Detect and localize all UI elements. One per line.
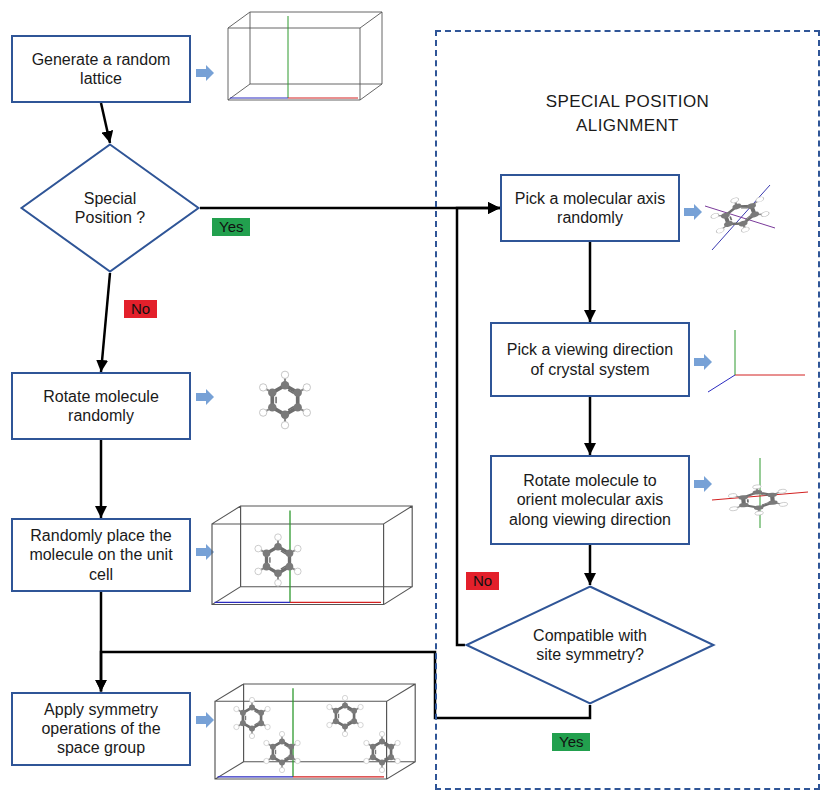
process-box: Apply symmetry operations of the space g… [11,692,191,766]
edge-label: Yes [552,733,590,751]
process-box: Pick a viewing direction of crystal syst… [490,322,690,397]
flow-connector [589,397,592,455]
edge-label: No [466,572,499,590]
flow-connector [589,545,592,585]
flow-connector [200,207,500,210]
crystal-axes-illustration [735,375,805,376]
diamond-outline [20,143,200,273]
molecule-axis-illustration [708,189,773,242]
dashed-region: SPECIAL POSITION ALIGNMENT Pick a molecul… [435,30,820,790]
node-label: Rotate molecule randomly [13,387,189,425]
decision-diamond: Compatible with site symmetry? [465,585,715,705]
region-heading: SPECIAL POSITION ALIGNMENT [523,90,733,138]
pointer-arrow [196,65,712,728]
symmetry-copies-illustration [264,731,300,772]
pointer-arrow [684,204,702,220]
aligned-molecule-illustration [712,458,808,528]
placed-molecule-illustration [212,506,412,605]
pointer-arrow [196,65,214,81]
node-label: Special Position ? [58,189,162,227]
process-box: Randomly place the molecule on the unit … [11,518,191,592]
aligned-molecule-illustration [728,482,789,517]
diamond-outline [467,587,714,704]
diamond-outline [465,585,715,705]
placed-molecule-illustration [255,534,301,586]
diamond-outline [22,145,199,272]
placed-molecule-illustration [212,506,412,605]
edge-label: No [124,300,157,318]
crystal-axes-illustration [708,330,805,392]
node-label: Apply symmetry operations of the space g… [13,700,189,758]
crystal-axes-illustration [708,375,735,392]
process-box: Generate a random lattice [11,35,191,103]
symmetry-copies-illustration [234,697,270,738]
symmetry-copies-illustration [364,731,400,772]
flow-connector [457,208,500,645]
crystal-axes-illustration [735,330,736,375]
illustrations [196,12,808,779]
symmetry-copies-illustration [215,684,415,779]
flow-connector [100,440,103,518]
symmetry-copies-illustration [215,684,415,779]
pointer-arrow [694,476,712,492]
flow-connector [101,273,110,372]
node-label: Randomly place the molecule on the unit … [13,526,189,584]
molecule-illustration [259,371,310,429]
molecule-axis-illustration [705,185,775,250]
node-label: Pick a molecular axis randomly [502,189,678,227]
symmetry-copies-illustration [327,695,363,736]
lattice-illustration [228,12,382,100]
process-box: Rotate molecule to orient molecular axis… [490,455,690,545]
process-box: Pick a molecular axis randomly [500,174,680,242]
node-label: Rotate molecule to orient molecular axis… [492,471,688,529]
pointer-arrow [196,389,214,405]
node-label: Compatible with site symmetry? [524,626,656,664]
pointer-arrow [196,712,214,728]
pointer-arrow [694,354,712,370]
flow-connector [101,103,110,143]
pointer-arrow [196,544,214,560]
flow-connector [589,242,592,322]
lattice-illustration [228,12,382,100]
node-label: Generate a random lattice [13,50,189,88]
decision-diamond: Special Position ? [20,143,200,273]
edge-label: Yes [212,218,250,236]
process-box: Rotate molecule randomly [11,372,191,440]
node-label: Pick a viewing direction of crystal syst… [492,340,688,378]
molecule-illustration [259,371,310,429]
